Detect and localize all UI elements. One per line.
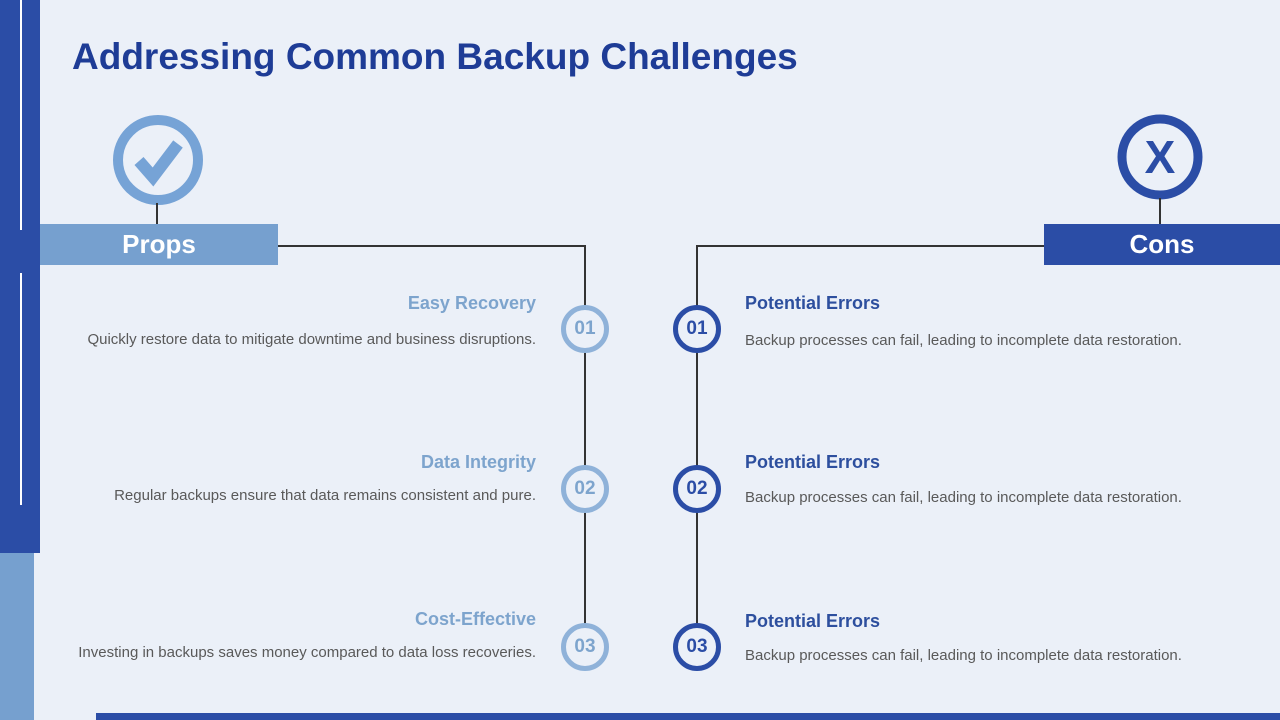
sidebar-accent-line-bottom xyxy=(20,273,22,505)
props-banner: Props xyxy=(40,224,278,265)
props-step-number-1: 01 xyxy=(561,305,609,353)
connector-cons-horizontal xyxy=(697,245,1044,247)
check-icon xyxy=(112,114,204,206)
x-icon: X xyxy=(1116,113,1204,201)
cons-item-title-3: Potential Errors xyxy=(745,611,881,631)
connector-check-to-props xyxy=(156,203,158,225)
sidebar-bar-light xyxy=(0,553,34,720)
props-banner-label: Props xyxy=(122,229,196,259)
connector-x-to-cons xyxy=(1159,198,1161,225)
cons-step-number-3: 03 xyxy=(673,623,721,671)
svg-text:X: X xyxy=(1145,131,1176,183)
cons-step-number-2: 02 xyxy=(673,465,721,513)
props-item-desc-2: Regular backups ensure that data remains… xyxy=(114,487,536,504)
cons-item-title-2: Potential Errors xyxy=(745,452,881,472)
props-item-title-1: Easy Recovery xyxy=(407,293,536,313)
sidebar-accent-line-top xyxy=(20,0,22,230)
cons-item-desc-3: Backup processes can fail, leading to in… xyxy=(745,647,1182,664)
props-item-title-2: Data Integrity xyxy=(420,452,536,472)
cons-item-desc-1: Backup processes can fail, leading to in… xyxy=(745,332,1182,349)
connector-props-horizontal xyxy=(278,245,585,247)
props-item-desc-1: Quickly restore data to mitigate downtim… xyxy=(87,331,536,348)
cons-banner-label: Cons xyxy=(1129,229,1195,259)
cons-step-number-1: 01 xyxy=(673,305,721,353)
props-step-number-3: 03 xyxy=(561,623,609,671)
cons-item-title-1: Potential Errors xyxy=(745,293,881,313)
cons-banner: Cons xyxy=(1044,224,1280,265)
connector-cons-vertical xyxy=(696,245,698,647)
page-title: Addressing Common Backup Challenges xyxy=(72,36,798,77)
props-item-title-3: Cost-Effective xyxy=(414,609,536,629)
connector-props-vertical xyxy=(584,245,586,647)
props-item-desc-3: Investing in backups saves money compare… xyxy=(78,644,536,661)
footer-accent-bar xyxy=(96,713,1280,720)
cons-item-desc-2: Backup processes can fail, leading to in… xyxy=(745,489,1182,506)
props-step-number-2: 02 xyxy=(561,465,609,513)
